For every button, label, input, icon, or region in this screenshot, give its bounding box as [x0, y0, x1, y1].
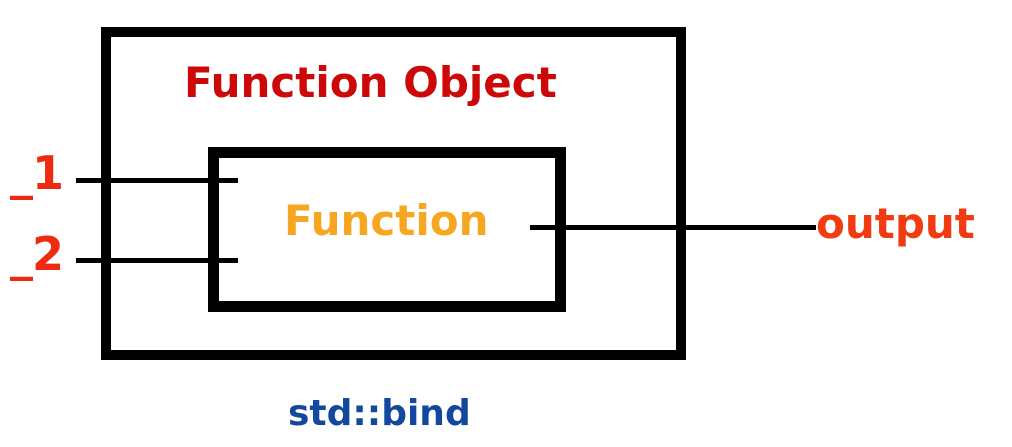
- connector-line-placeholder-2: [76, 258, 238, 263]
- output-label: output: [816, 199, 975, 248]
- connector-line-placeholder-1: [76, 178, 238, 183]
- caption-std-bind: std::bind: [288, 393, 471, 434]
- function-object-box: [101, 27, 686, 360]
- connector-line-output: [530, 225, 816, 230]
- placeholder-2-label: _2: [10, 227, 64, 281]
- function-object-label: Function Object: [184, 58, 557, 107]
- placeholder-1-label: _1: [10, 146, 64, 200]
- function-label: Function: [284, 196, 489, 245]
